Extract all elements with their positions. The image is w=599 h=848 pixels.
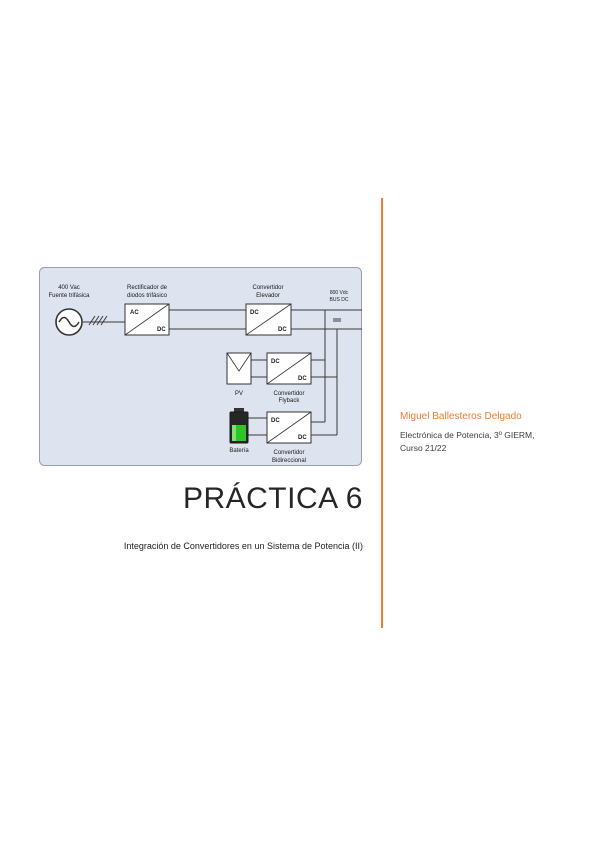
pv-panel-icon	[226, 352, 252, 385]
rectifier-label-1: Rectificador de	[127, 285, 168, 291]
bidir-label-2: Bidireccional	[272, 458, 306, 464]
bus-label-2: BUS DC	[330, 297, 349, 303]
bidir-out-label: DC	[298, 435, 307, 441]
source-label-1: 400 Vac	[58, 285, 80, 291]
battery-label: Batería	[229, 448, 249, 454]
rectifier-block	[124, 303, 170, 336]
flyback-out-label: DC	[298, 376, 307, 382]
course-info: Electrónica de Potencia, 3º GIERM, Curso…	[400, 429, 534, 455]
bidir-in-label: DC	[271, 418, 280, 424]
flyback-label-1: Convertidor	[273, 391, 304, 397]
ac-source-icon	[55, 308, 83, 336]
course-line-1: Electrónica de Potencia, 3º GIERM,	[400, 430, 535, 440]
document-subtitle: Integración de Convertidores en un Siste…	[123, 541, 363, 551]
system-diagram: 400 Vac Fuente trifásica AC DC Rectifica…	[39, 267, 362, 466]
rectifier-label-2: diodos trifásico	[127, 293, 168, 299]
wires	[83, 309, 362, 436]
flyback-label-2: Flyback	[279, 398, 301, 404]
boost-in-label: DC	[250, 310, 259, 316]
document-title: PRÁCTICA 6	[182, 482, 363, 515]
bidir-label-1: Convertidor	[273, 450, 304, 456]
boost-converter-block	[245, 303, 292, 336]
flyback-converter-block	[266, 352, 312, 385]
flyback-in-label: DC	[271, 359, 280, 365]
bus-label-1: 800 Vdc	[330, 290, 349, 296]
bidirectional-converter-block	[266, 411, 312, 444]
boost-label-2: Elevador	[256, 293, 280, 299]
rectifier-out-label: DC	[157, 327, 166, 333]
pv-label: PV	[235, 391, 243, 397]
vertical-divider	[381, 198, 383, 628]
boost-out-label: DC	[278, 327, 287, 333]
boost-label-1: Convertidor	[252, 285, 283, 291]
rectifier-in-label: AC	[130, 310, 139, 316]
battery-icon	[229, 408, 249, 444]
source-label-2: Fuente trifásica	[48, 293, 90, 299]
author-name: Miguel Ballesteros Delgado	[400, 411, 522, 422]
course-line-2: Curso 21/22	[400, 443, 447, 453]
